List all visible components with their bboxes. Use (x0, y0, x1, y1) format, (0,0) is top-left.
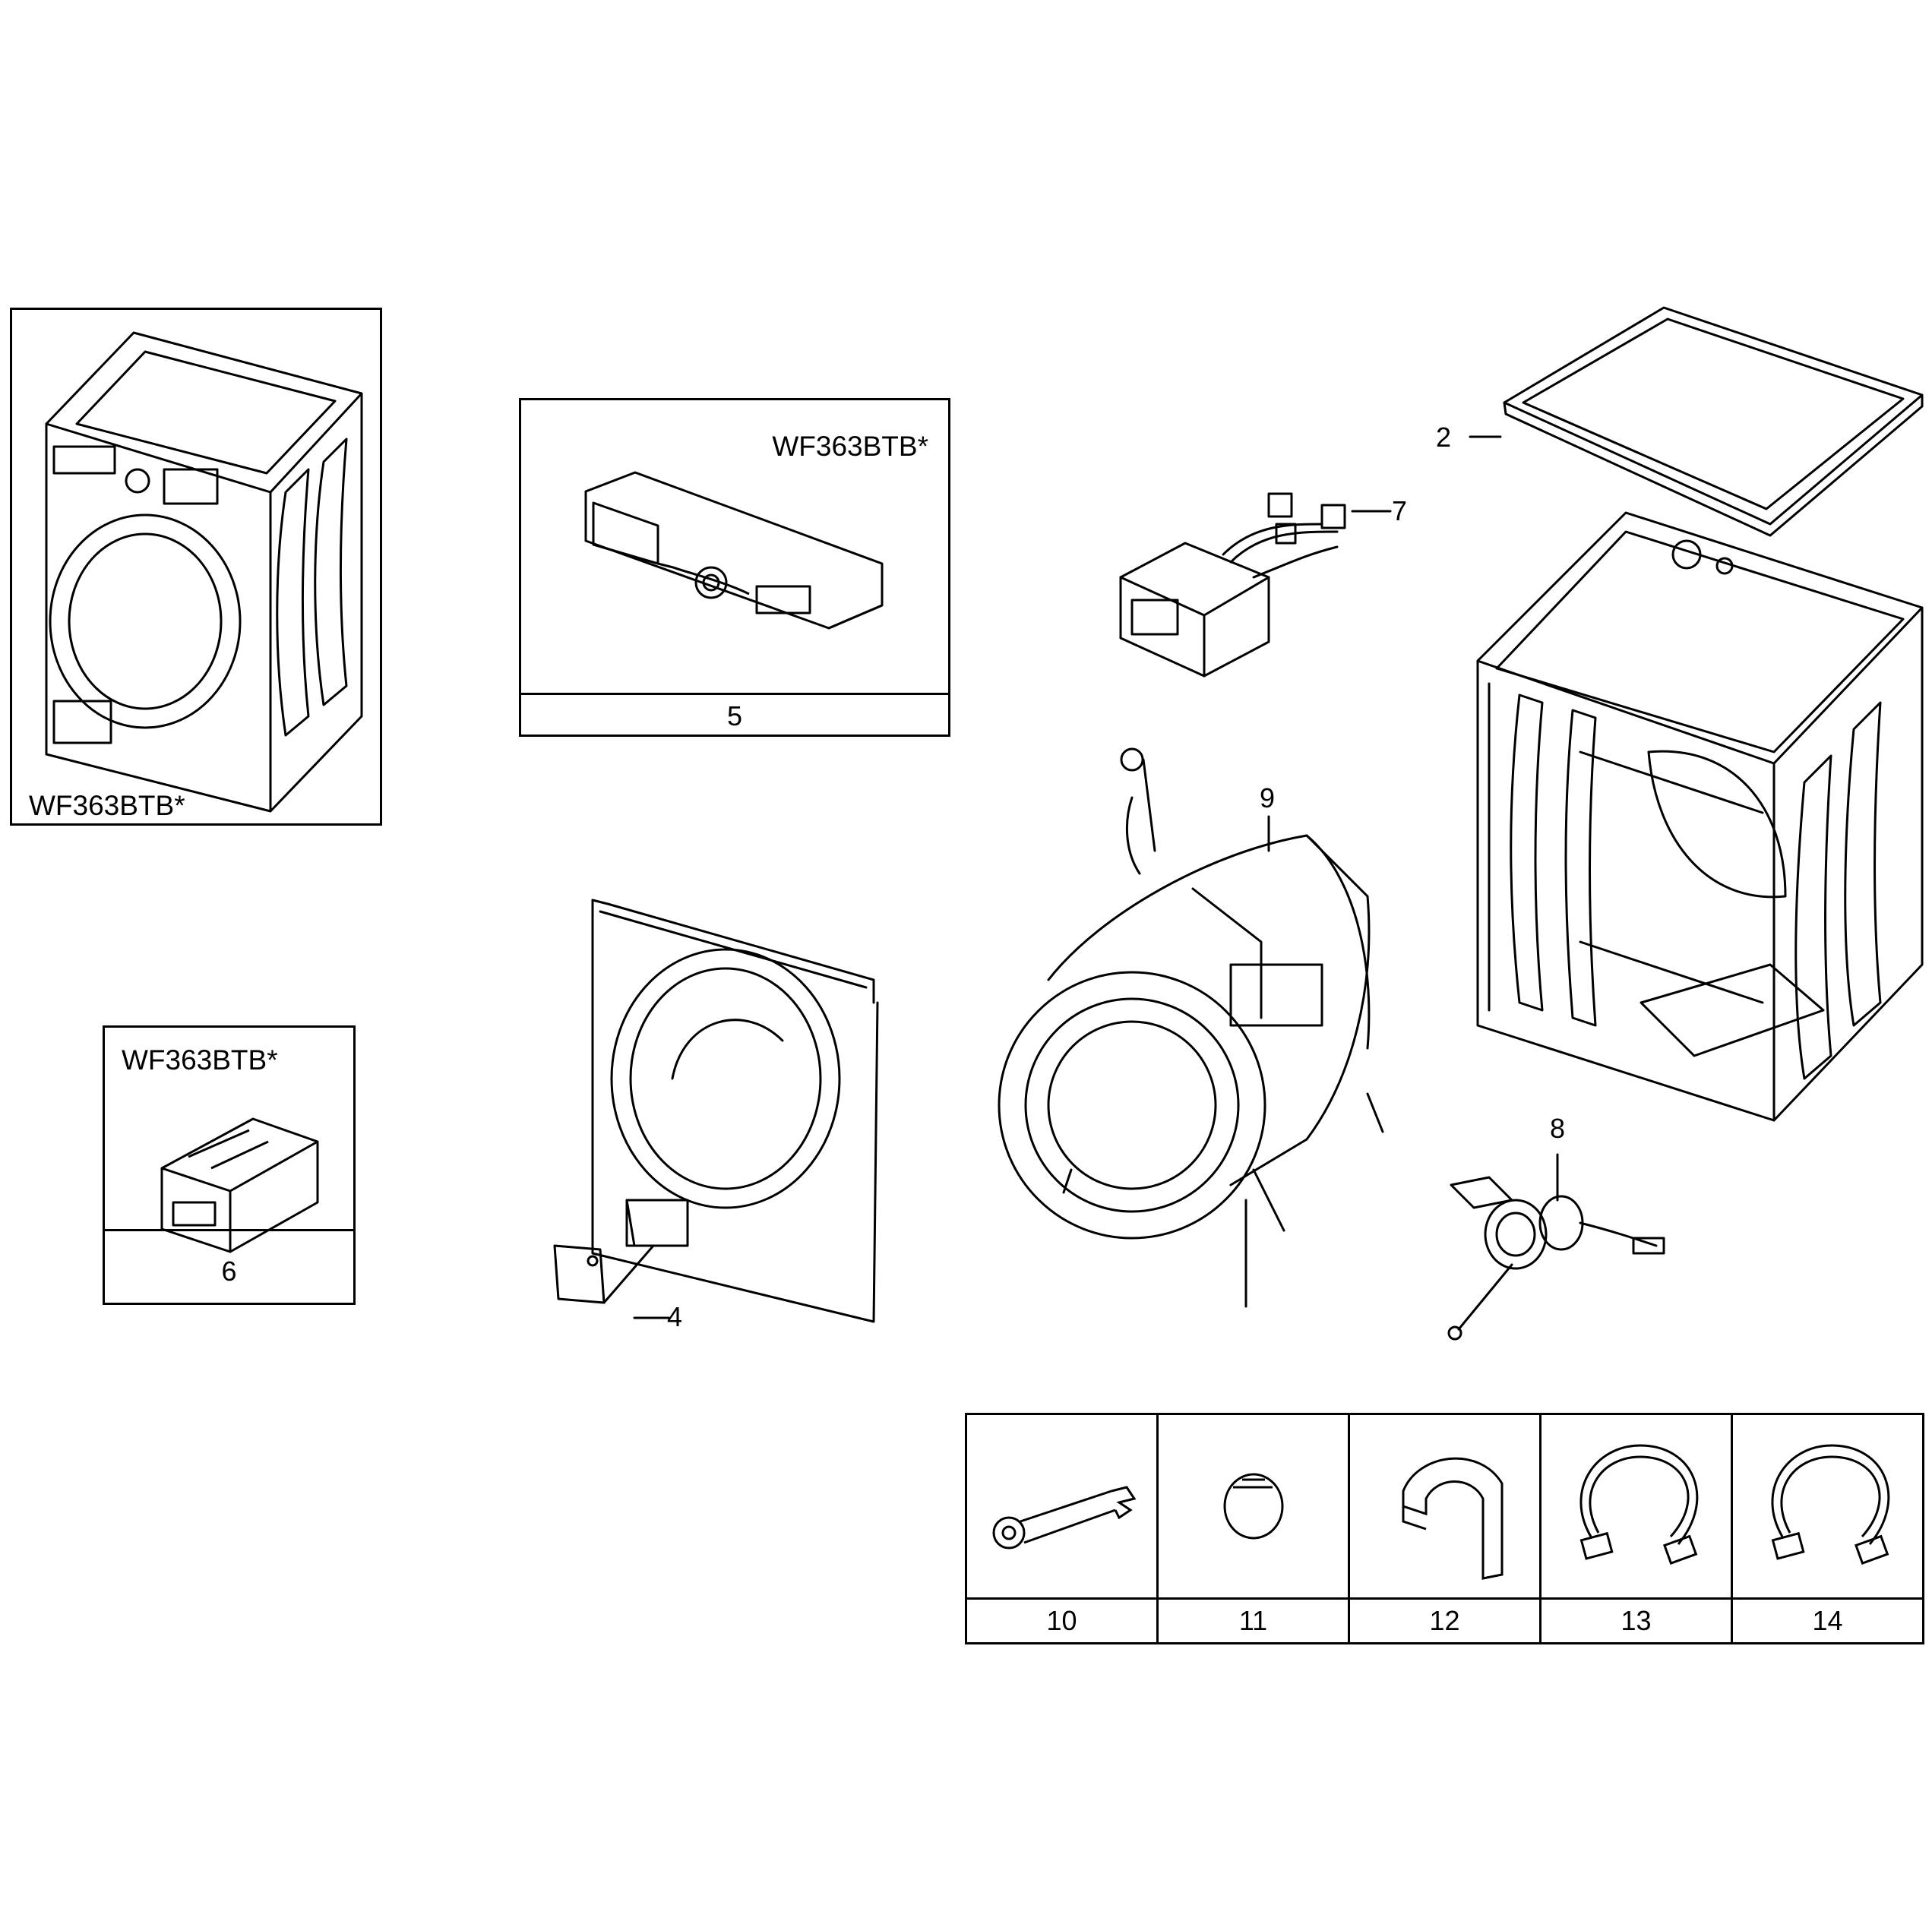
panel-model-label: WF363BTB* (772, 431, 928, 462)
accessory-cell: 12 (1350, 1415, 1541, 1642)
callout-dispenser-housing: 7 (1392, 495, 1408, 526)
tub-assembly-drawing (998, 747, 1384, 1308)
callout-drain-pump: 8 (1550, 1113, 1566, 1144)
top-cover-drawing (1503, 306, 1924, 537)
hose-icon (1771, 1444, 1890, 1565)
drain-pump-drawing (1447, 1176, 1665, 1341)
accessory-cell: 14 (1733, 1415, 1922, 1642)
dispenser-part-number: 6 (221, 1256, 237, 1287)
service-cap-drawing (553, 1244, 670, 1319)
accessory-number: 13 (1621, 1605, 1652, 1636)
accessories-divider (967, 1597, 1922, 1600)
accessory-cell: 11 (1159, 1415, 1350, 1642)
panel-part-number: 5 (726, 700, 743, 731)
washer-illustration-box: WF363BTB* (10, 308, 382, 826)
dispenser-box-divider (105, 1229, 353, 1231)
wrench-icon (992, 1486, 1137, 1550)
accessory-cell: 10 (967, 1415, 1159, 1642)
dispenser-housing-drawing (1119, 492, 1346, 678)
washer-drawing (45, 331, 363, 813)
accessory-number: 10 (1046, 1605, 1077, 1636)
front-panel-drawing (591, 899, 879, 1323)
accessory-cell: 13 (1541, 1415, 1733, 1642)
dispenser-drawer-drawing (160, 1117, 319, 1253)
accessories-table: 10 11 12 13 14 (965, 1413, 1924, 1644)
accessory-number: 12 (1429, 1605, 1460, 1636)
washer-model-label: WF363BTB* (29, 790, 185, 821)
accessory-number: 11 (1238, 1605, 1268, 1636)
dispenser-model-label: WF363BTB* (122, 1044, 278, 1076)
control-panel-box: WF363BTB* 5 (519, 398, 950, 737)
accessory-number: 14 (1812, 1605, 1843, 1636)
panel-box-divider (521, 693, 948, 695)
cabinet-drawing (1476, 511, 1924, 1122)
dispenser-drawer-box: WF363BTB* 6 (103, 1025, 356, 1305)
control-panel-drawing (584, 471, 884, 630)
hose-icon (1579, 1444, 1699, 1565)
hose-guide-icon (1402, 1457, 1504, 1580)
callout-service-cap: 4 (667, 1301, 683, 1332)
callout-top-cover: 2 (1436, 422, 1452, 453)
cap-icon (1223, 1473, 1284, 1540)
callout-tub-assembly: 9 (1260, 782, 1276, 814)
